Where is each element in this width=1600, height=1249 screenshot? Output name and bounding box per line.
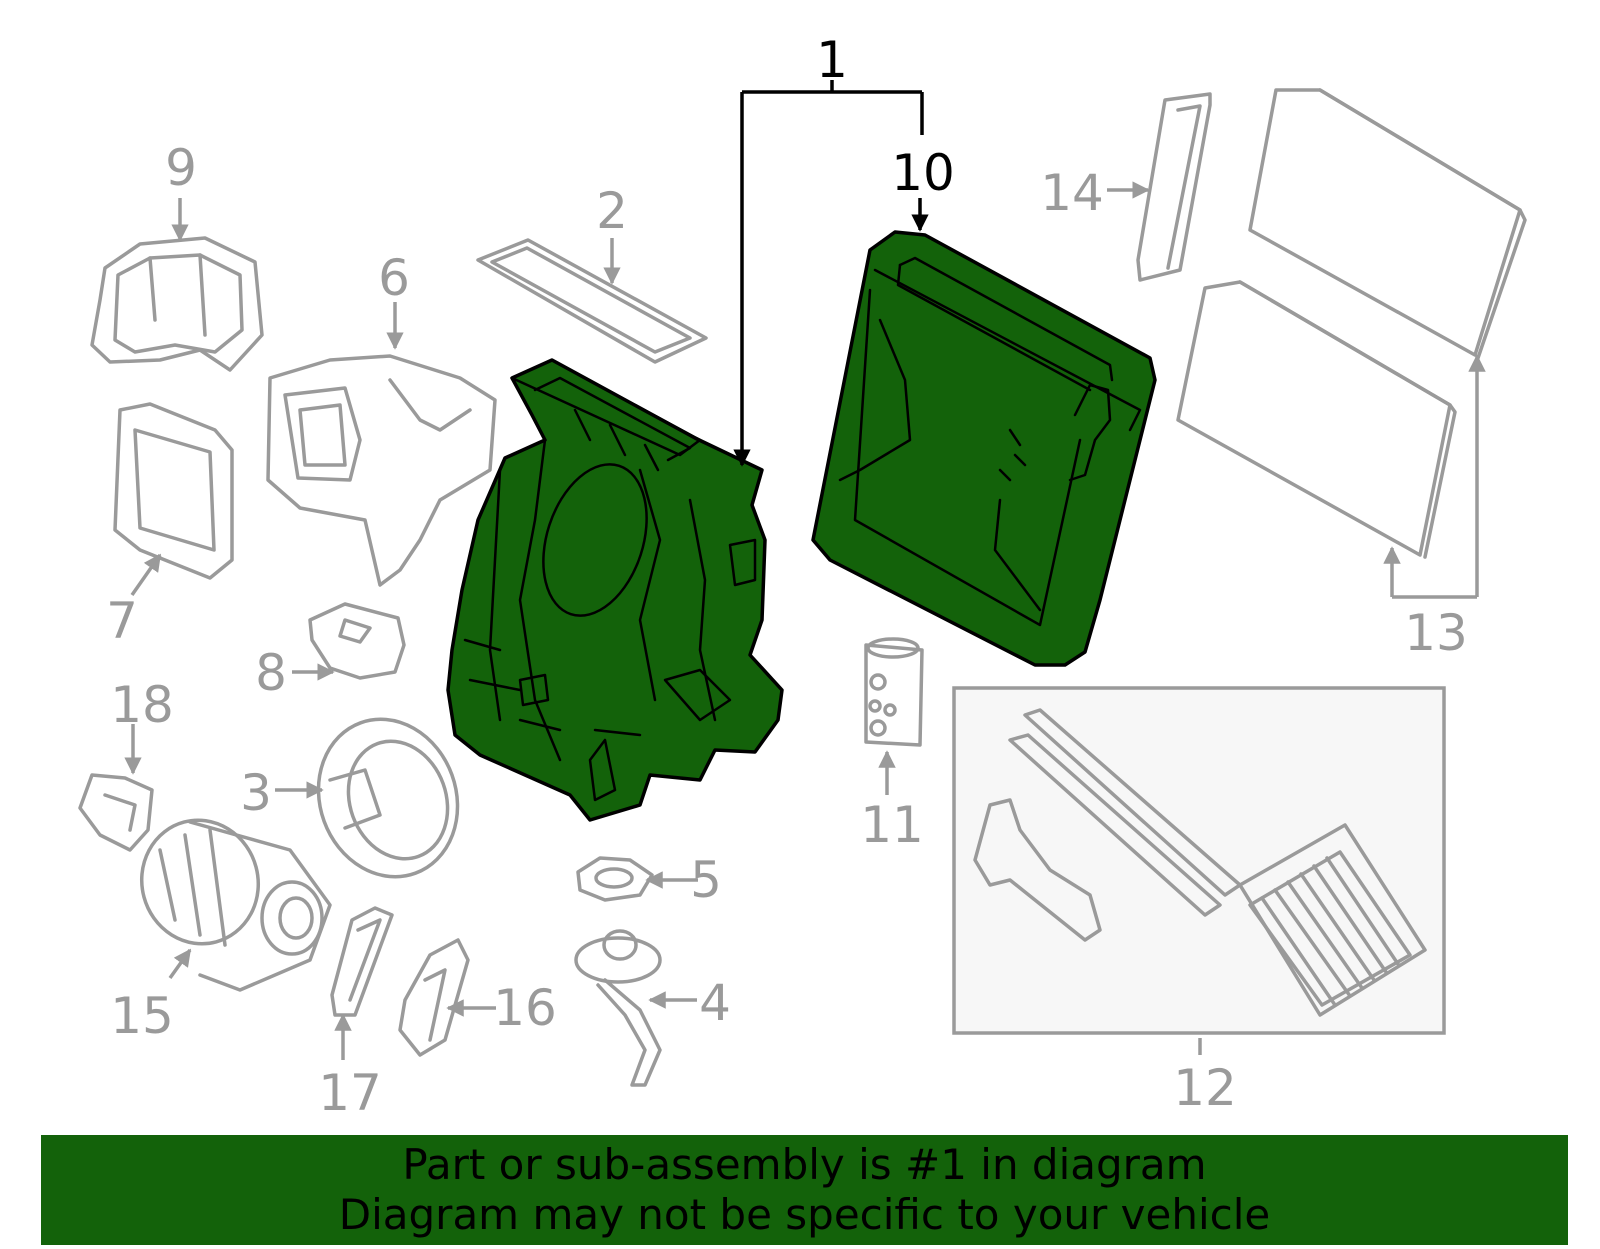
part-6-housing <box>266 354 497 587</box>
callout-1: 1 <box>816 31 848 89</box>
callout-6: 6 <box>378 249 410 307</box>
callout-5: 5 <box>690 851 722 909</box>
callout-7: 7 <box>106 592 138 650</box>
callout-13: 13 <box>1404 604 1468 662</box>
part-11-valve <box>864 637 924 747</box>
banner-line-disclaimer: Diagram may not be specific to your vehi… <box>338 1190 1271 1239</box>
callout-3: 3 <box>240 764 272 822</box>
part-10-evaporator <box>811 230 1157 667</box>
callout-4: 4 <box>699 974 731 1032</box>
part-1-hvac-case <box>446 358 784 822</box>
part-17-element <box>330 906 394 1017</box>
part-16-resistor <box>398 938 470 1057</box>
part-9-duct <box>90 236 264 372</box>
callout-15: 15 <box>110 987 174 1045</box>
callout-9: 9 <box>165 139 197 197</box>
part-12-heater-core-box <box>952 686 1446 1035</box>
part-3-cover <box>316 717 460 879</box>
part-8-actuator <box>308 602 406 680</box>
part-5-grommet <box>576 856 654 902</box>
part-2-strip <box>476 238 708 364</box>
part-13-filters <box>1176 88 1527 559</box>
part-15-blower-motor <box>139 818 332 992</box>
banner-line-part: Part or sub-assembly is #1 in diagram <box>402 1140 1207 1189</box>
callout-16: 16 <box>493 979 557 1037</box>
callout-10: 10 <box>891 144 955 202</box>
callout-labels: 1 10 2 9 6 14 7 8 13 18 3 11 5 4 15 16 1… <box>106 31 1468 1122</box>
callout-2: 2 <box>596 182 628 240</box>
callout-17: 17 <box>318 1064 382 1122</box>
info-banner: Part or sub-assembly is #1 in diagram Di… <box>41 1135 1568 1245</box>
callout-12: 12 <box>1173 1059 1237 1117</box>
part-14-frame <box>1136 92 1212 282</box>
callout-18: 18 <box>110 676 174 734</box>
callout-8: 8 <box>255 644 287 702</box>
leader-lines <box>124 80 1486 1060</box>
part-4-drain <box>574 929 662 1087</box>
callout-11: 11 <box>860 796 924 854</box>
part-18-actuator <box>78 773 154 852</box>
part-7-seal <box>113 402 234 580</box>
callout-14: 14 <box>1040 164 1104 222</box>
